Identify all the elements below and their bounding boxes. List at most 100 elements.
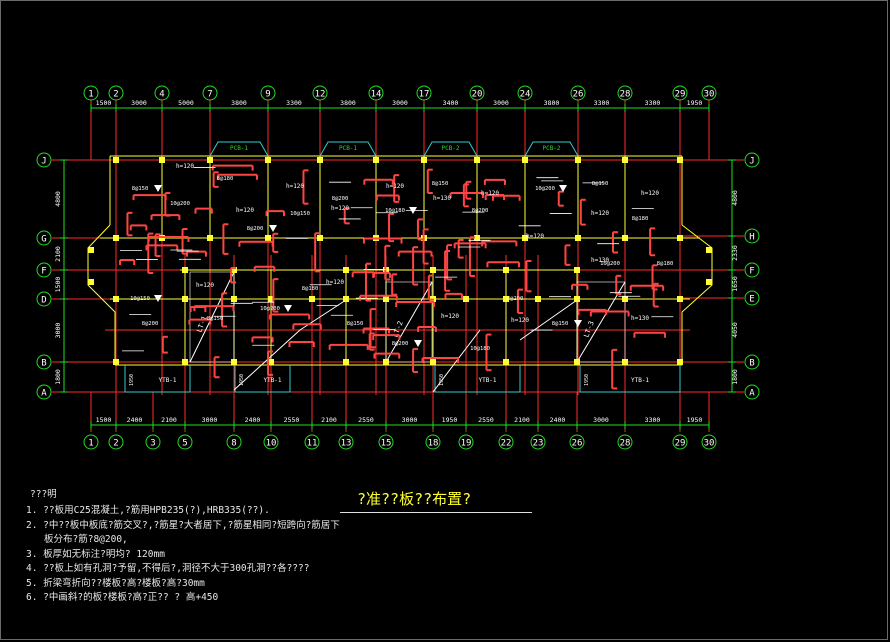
- balcony-dim-0: 1950: [129, 374, 135, 386]
- bottom-axis-label-2: 2: [113, 439, 118, 449]
- left-axis-label-J: J: [41, 157, 46, 167]
- bottom-axis-label-10: 10: [266, 439, 277, 449]
- left-dim-text-4: 1800: [54, 369, 62, 385]
- column-2: [207, 157, 213, 163]
- top-dim-text-10: 3300: [594, 99, 610, 107]
- slab-thickness-2: h=120: [286, 183, 304, 190]
- balcony-tag-2: YTB-1: [478, 377, 496, 384]
- column-32: [182, 296, 188, 302]
- left-axis-bubble-J: [36, 152, 52, 168]
- bottom-dim-text-11: 2100: [514, 416, 530, 424]
- rebar-label-2: 8@180: [217, 176, 234, 182]
- bottom-axis-bubble-10: [263, 434, 279, 450]
- slab-thickness-9: h=120: [641, 190, 659, 197]
- top-axis-bubble-24: [517, 85, 533, 101]
- column-47: [231, 359, 237, 365]
- bay-wall-left: [87, 224, 116, 365]
- column-34: [268, 296, 274, 302]
- column-31: [113, 296, 119, 302]
- column-21: [575, 235, 581, 241]
- column-22: [622, 235, 628, 241]
- balcony-outline-3: [579, 365, 681, 393]
- bottom-dim-text-4: 2400: [245, 416, 261, 424]
- stair-diagonal-2: [576, 281, 626, 363]
- column-24: [182, 267, 188, 273]
- column-30: [574, 267, 580, 273]
- bottom-axis-bubble-30: [701, 434, 717, 450]
- top-axis-bubble-17: [416, 85, 432, 101]
- bay-window-0: [209, 141, 269, 157]
- column-50: [383, 359, 389, 365]
- slab-thickness-8: h=120: [591, 210, 609, 217]
- note-line-6: 6. ?中画斜?的板?楼板?高?正?? ? 高+450: [26, 592, 219, 604]
- top-axis-bubble-30: [701, 85, 717, 101]
- left-axis-bubble-A: [36, 384, 52, 400]
- slab-thickness-15: h=130: [591, 257, 609, 264]
- left-dim-text-3: 3000: [54, 323, 62, 339]
- top-dim-text-11: 3300: [645, 99, 661, 107]
- top-axis-label-26: 26: [573, 90, 584, 100]
- left-dim-text-1: 2100: [54, 246, 62, 262]
- column-54: [622, 359, 628, 365]
- bottom-dim-text-6: 2100: [321, 416, 337, 424]
- bottom-axis-label-26: 26: [572, 439, 583, 449]
- note-line-1: 1. ??板用C25混凝土,?筋用HPB235(?),HRB335(??).: [26, 505, 270, 517]
- rebar-label-23: 8@180: [657, 261, 674, 267]
- balcony-dim-1: 1950: [239, 374, 245, 386]
- bottom-dim-text-12: 2400: [550, 416, 566, 424]
- column-6: [421, 157, 427, 163]
- note-line-2: 2. ?中??板中板底?筋交叉?,?筋星?大者居下,?筋星相同?短跨向?筋居下: [26, 519, 340, 531]
- right-axis-bubble-E: [744, 290, 760, 306]
- top-axis-label-12: 12: [315, 90, 326, 100]
- column-33: [231, 296, 237, 302]
- bottom-dim-text-15: 1950: [687, 416, 703, 424]
- bottom-dim-text-10: 2550: [478, 416, 494, 424]
- balcony-outline-0: [124, 365, 191, 393]
- rebar-label-13: 8@200: [142, 321, 159, 327]
- right-dim-text-1: 2330: [731, 245, 739, 261]
- column-15: [265, 235, 271, 241]
- column-26: [343, 267, 349, 273]
- bottom-axis-label-15: 15: [381, 439, 392, 449]
- slab-thickness-14: h=130: [631, 315, 649, 322]
- bottom-axis-bubble-1: [83, 434, 99, 450]
- bottom-axis-bubble-22: [498, 434, 514, 450]
- note-line-5: 5. 折梁弯折向??楼板?高?楼板?高?30mm: [26, 577, 205, 589]
- bottom-dim-text-3: 3000: [202, 416, 218, 424]
- column-52: [503, 359, 509, 365]
- column-39: [463, 296, 469, 302]
- bottom-axis-bubble-26: [569, 434, 585, 450]
- bottom-dim-text-14: 3300: [645, 416, 661, 424]
- column-41: [535, 296, 541, 302]
- left-axis-bubble-D: [36, 291, 52, 307]
- bottom-axis-bubble-13: [338, 434, 354, 450]
- bottom-axis-bubble-5: [177, 434, 193, 450]
- top-axis-label-28: 28: [620, 90, 631, 100]
- right-axis-label-J: J: [749, 157, 754, 167]
- right-axis-bubble-B: [744, 354, 760, 370]
- column-48: [268, 359, 274, 365]
- bay-wall-right: [681, 224, 713, 365]
- column-16: [317, 235, 323, 241]
- rebar-label-21: 8@150: [552, 321, 569, 327]
- bottom-dim-text-5: 2550: [284, 416, 300, 424]
- note-line-4: 4. ??板上如有孔洞?予留,不得后?,洞径不大于300孔洞??各????: [26, 563, 310, 575]
- stair-box-1: [385, 281, 433, 363]
- top-dim-text-3: 3800: [231, 99, 247, 107]
- rebar-label-16: 8@180: [302, 286, 319, 292]
- top-dim-text-2: 5000: [178, 99, 194, 107]
- top-axis-label-9: 9: [265, 90, 270, 100]
- bay-window-2: [423, 141, 478, 157]
- balcony-tag-3: YTB-1: [631, 377, 649, 384]
- pcb-tag-1: PCB-1: [339, 145, 357, 152]
- bottom-dim-text-9: 1950: [442, 416, 458, 424]
- note-line-3: 3. 板厚如无标注?明均? 120mm: [26, 548, 165, 560]
- left-axis-bubble-F: [36, 262, 52, 278]
- column-57: [88, 279, 94, 285]
- column-49: [343, 359, 349, 365]
- balcony-outline-2: [434, 365, 521, 393]
- balcony-outline-1: [234, 365, 291, 393]
- bay-window-1: [319, 141, 377, 157]
